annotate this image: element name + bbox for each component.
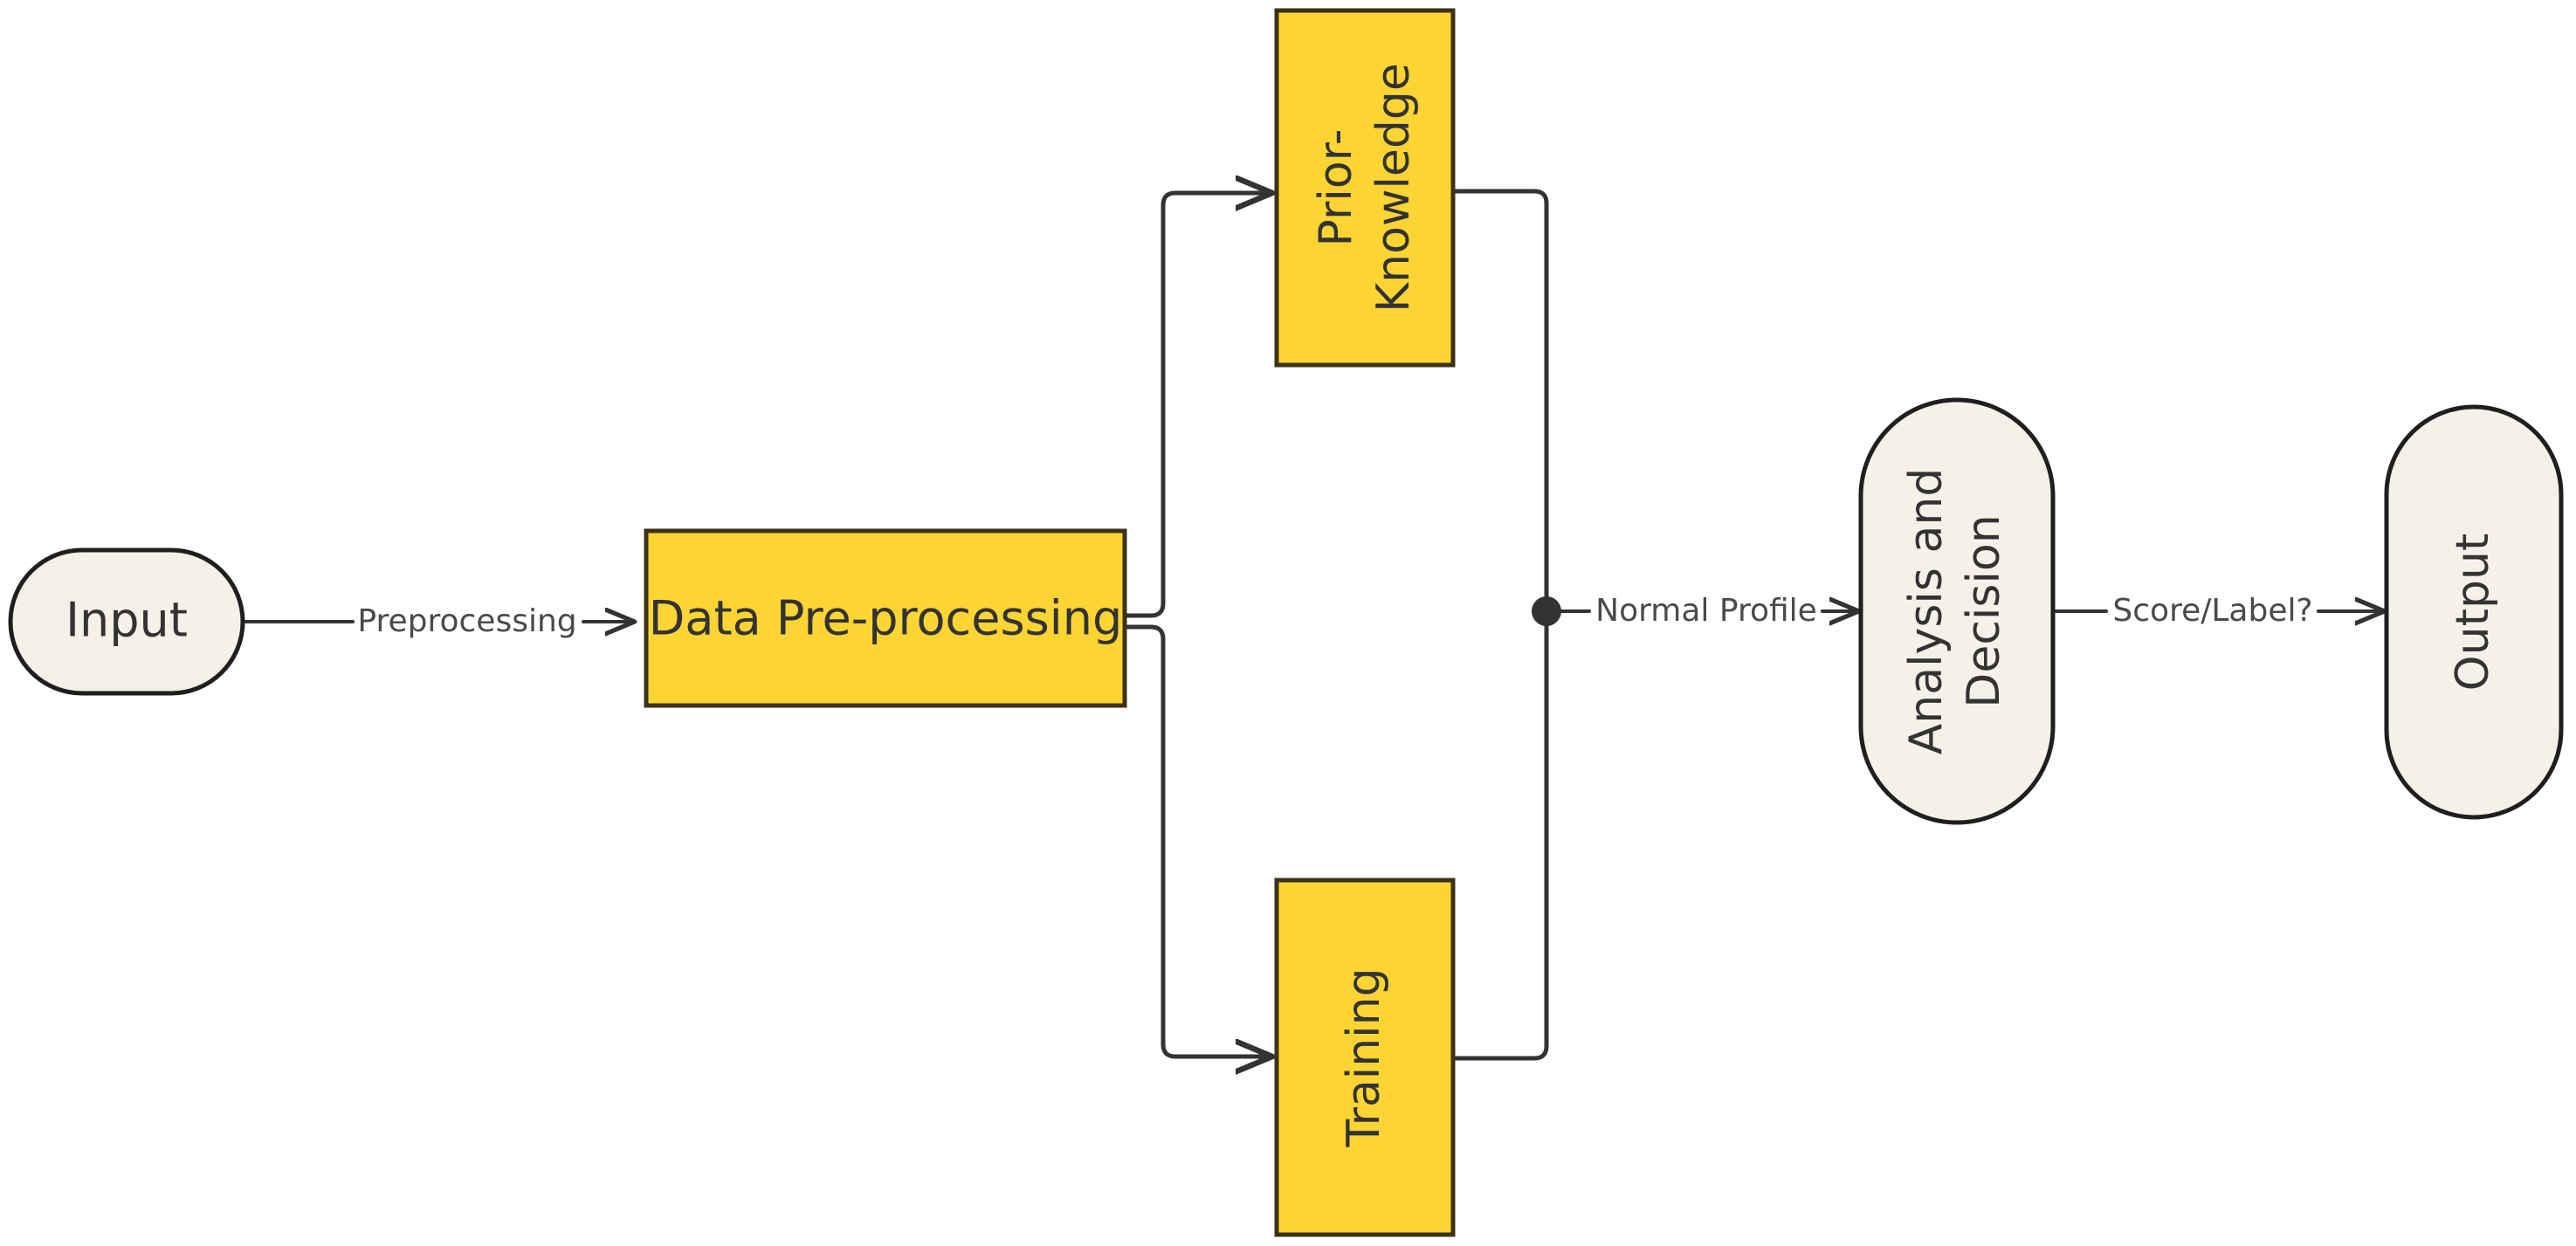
edge-path bbox=[1122, 193, 1271, 618]
node-analysis-and-decision-shape[interactable] bbox=[1858, 397, 2056, 825]
node-data-pre-processing[interactable]: Data Pre-processing bbox=[644, 528, 1127, 708]
node-prior-knowledge-label-group: Prior- Knowledge bbox=[1310, 63, 1420, 313]
edge-input-to-data-pre-processing: Preprocessing bbox=[241, 603, 634, 639]
node-data-pre-processing-label: Data Pre-processing bbox=[649, 591, 1122, 646]
node-training-label-group: Training bbox=[1338, 967, 1390, 1147]
merge-junction-dot bbox=[1532, 596, 1561, 626]
node-data-pre-processing-shape[interactable] bbox=[644, 528, 1127, 708]
node-input-label: Input bbox=[65, 593, 188, 648]
node-analysis-and-decision-label-line-1: Analysis and bbox=[1900, 468, 1953, 755]
node-prior-knowledge-label-line-2: Knowledge bbox=[1367, 63, 1420, 313]
node-training-shape[interactable] bbox=[1274, 878, 1456, 1237]
node-analysis-and-decision[interactable]: Analysis and Decision bbox=[1858, 397, 2056, 825]
edge-training-to-merge bbox=[1450, 619, 1549, 1061]
node-analysis-and-decision-label-group: Analysis and Decision bbox=[1900, 468, 2010, 755]
node-training[interactable]: Training bbox=[1274, 878, 1456, 1237]
edge-label-score-label: Score/Label? bbox=[2112, 593, 2312, 629]
node-input[interactable]: Input bbox=[8, 547, 245, 696]
node-output[interactable]: Output bbox=[2384, 404, 2564, 820]
node-output-label-line-1: Output bbox=[2447, 534, 2499, 692]
node-training-label-line-1: Training bbox=[1338, 967, 1390, 1147]
edge-path bbox=[1122, 624, 1271, 1057]
node-input-shape[interactable] bbox=[8, 547, 245, 696]
edge-label-normal-profile: Normal Profile bbox=[1595, 593, 1817, 629]
edge-analysis-and-decision-to-output: Score/Label? bbox=[2052, 593, 2384, 629]
node-prior-knowledge[interactable]: Prior- Knowledge bbox=[1274, 8, 1456, 368]
node-output-shape[interactable] bbox=[2384, 404, 2564, 820]
node-prior-knowledge-label-line-1: Prior- bbox=[1310, 129, 1362, 247]
edge-data-pre-processing-to-prior-knowledge bbox=[1122, 193, 1271, 618]
node-prior-knowledge-shape[interactable] bbox=[1274, 8, 1456, 368]
node-analysis-and-decision-label-line-2: Decision bbox=[1958, 514, 2010, 707]
node-output-label-group: Output bbox=[2447, 534, 2499, 692]
edge-path bbox=[1450, 189, 1549, 614]
edge-label-preprocessing: Preprocessing bbox=[357, 603, 576, 639]
edge-path bbox=[1450, 619, 1549, 1061]
edge-data-pre-processing-to-training bbox=[1122, 624, 1271, 1057]
edge-prior-knowledge-to-merge bbox=[1450, 189, 1549, 614]
edge-merge-to-analysis-and-decision: Normal Profile bbox=[1560, 593, 1858, 629]
